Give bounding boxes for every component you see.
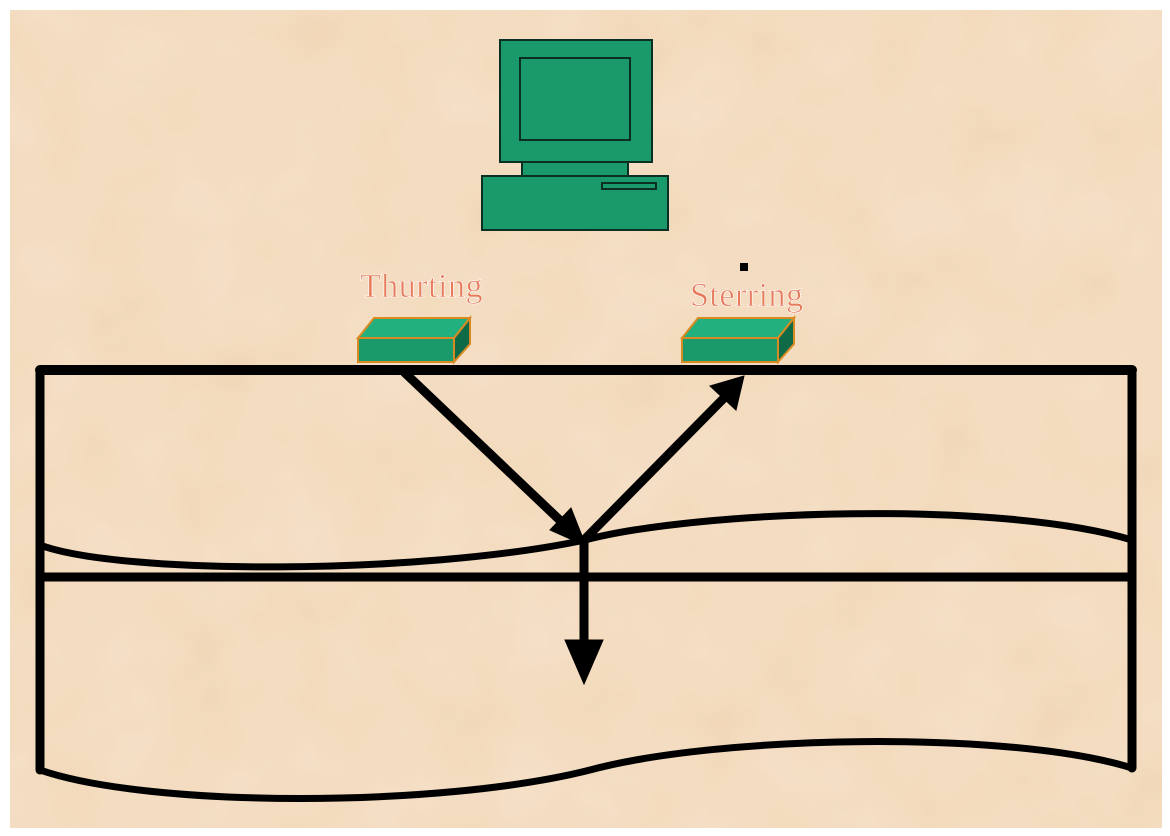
- transducer-left-front: [357, 337, 455, 363]
- bottom-curve: [36, 738, 1136, 802]
- incident-ray: [400, 368, 572, 532]
- transmitted-arrowhead: [564, 639, 604, 686]
- incident-arrowhead: [549, 507, 587, 547]
- transducer-right-icon: [679, 315, 797, 365]
- marker-dot: [740, 263, 748, 271]
- transducer-right-front: [681, 337, 779, 363]
- transducer-left-icon: [355, 315, 473, 365]
- reflected-arrowhead: [709, 375, 745, 411]
- computer-screen: [519, 57, 631, 141]
- transducer-left-top: [355, 317, 473, 339]
- computer-icon: [481, 39, 669, 231]
- computer-drive-slot: [601, 182, 657, 190]
- right-transducer-label: Sterring: [690, 277, 804, 314]
- transducer-right-top: [679, 317, 797, 339]
- left-transducer-label: Thurting: [360, 268, 483, 305]
- wave-paths: [400, 368, 745, 686]
- computer-neck: [521, 161, 629, 177]
- reflected-ray: [580, 394, 728, 544]
